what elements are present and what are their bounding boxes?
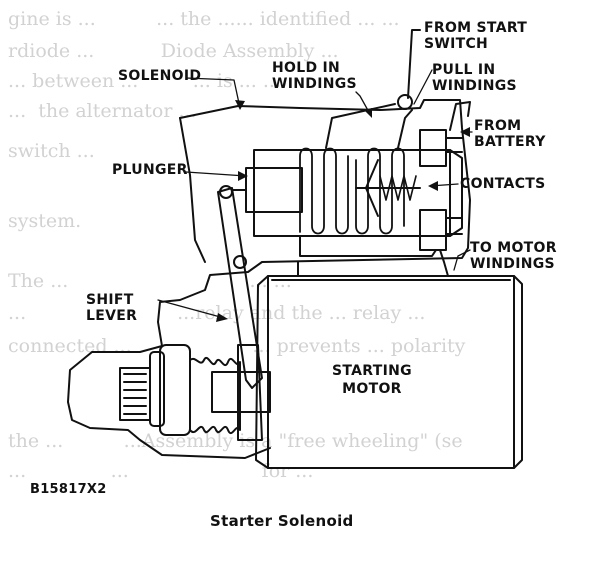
starter-housing-outline bbox=[67, 99, 471, 459]
drive-sleeve bbox=[159, 344, 191, 436]
leader-solenoid bbox=[185, 77, 241, 109]
label-from-start-switch: FROM START SWITCH bbox=[424, 20, 528, 52]
ground-symbol bbox=[291, 261, 305, 281]
leader-to-motor bbox=[453, 249, 471, 271]
figure-caption: Starter Solenoid bbox=[210, 512, 354, 530]
pull-in-windings bbox=[355, 147, 405, 235]
leader-pull-in bbox=[413, 69, 433, 105]
motor-terminal-stud bbox=[445, 217, 463, 235]
motor-end-right bbox=[513, 275, 523, 469]
wire-motor-lead bbox=[299, 235, 437, 257]
contact-spring bbox=[379, 175, 417, 201]
pinion-teeth bbox=[123, 373, 147, 415]
lever-pivot bbox=[233, 255, 247, 269]
shift-collar bbox=[237, 344, 263, 441]
leader-hold-in bbox=[355, 91, 371, 115]
leader-plunger bbox=[185, 171, 247, 177]
label-starting-motor: STARTING MOTOR bbox=[332, 363, 412, 397]
solenoid-body bbox=[253, 149, 451, 237]
wire-hold-in bbox=[325, 103, 396, 149]
contact-disc bbox=[365, 159, 379, 217]
wire-pull-in bbox=[397, 109, 413, 149]
hold-in-windings bbox=[299, 147, 349, 235]
arrowhead-plunger bbox=[238, 171, 248, 181]
arrowhead-contacts bbox=[428, 181, 438, 191]
figure-code: B15817X2 bbox=[30, 482, 107, 497]
leader-shift-lever bbox=[157, 299, 225, 319]
solenoid-end-cap bbox=[449, 149, 463, 237]
pinion-gear bbox=[119, 367, 151, 421]
start-switch-terminal bbox=[397, 94, 413, 110]
shift-lever bbox=[217, 187, 263, 389]
arrowhead-solenoid bbox=[235, 100, 245, 110]
label-contacts: CONTACTS bbox=[460, 176, 546, 192]
arrowhead-shift-lever bbox=[216, 313, 228, 322]
wire-from-battery bbox=[449, 101, 471, 131]
motor-terminal bbox=[419, 209, 447, 251]
wire-to-motor-field bbox=[439, 249, 449, 277]
label-shift-lever: SHIFT LEVER bbox=[86, 292, 138, 324]
wire-from-start-switch bbox=[407, 29, 421, 99]
label-plunger: PLUNGER bbox=[112, 162, 188, 178]
housing-left-edge bbox=[179, 117, 206, 263]
battery-terminal bbox=[419, 129, 447, 167]
label-hold-in-windings: HOLD IN WINDINGS bbox=[272, 60, 357, 92]
lever-top-pivot bbox=[219, 185, 233, 199]
label-from-battery: FROM BATTERY bbox=[474, 118, 546, 150]
battery-terminal-stud bbox=[445, 137, 463, 153]
label-pull-in-windings: PULL IN WINDINGS bbox=[432, 62, 517, 94]
label-to-motor-windings: TO MOTOR WINDINGS bbox=[470, 240, 557, 272]
arrowhead-hold-in bbox=[364, 108, 372, 118]
overrunning-clutch bbox=[149, 351, 165, 427]
label-solenoid: SOLENOID bbox=[118, 68, 202, 84]
arrowhead-battery bbox=[460, 127, 470, 137]
drive-spring bbox=[189, 357, 241, 435]
